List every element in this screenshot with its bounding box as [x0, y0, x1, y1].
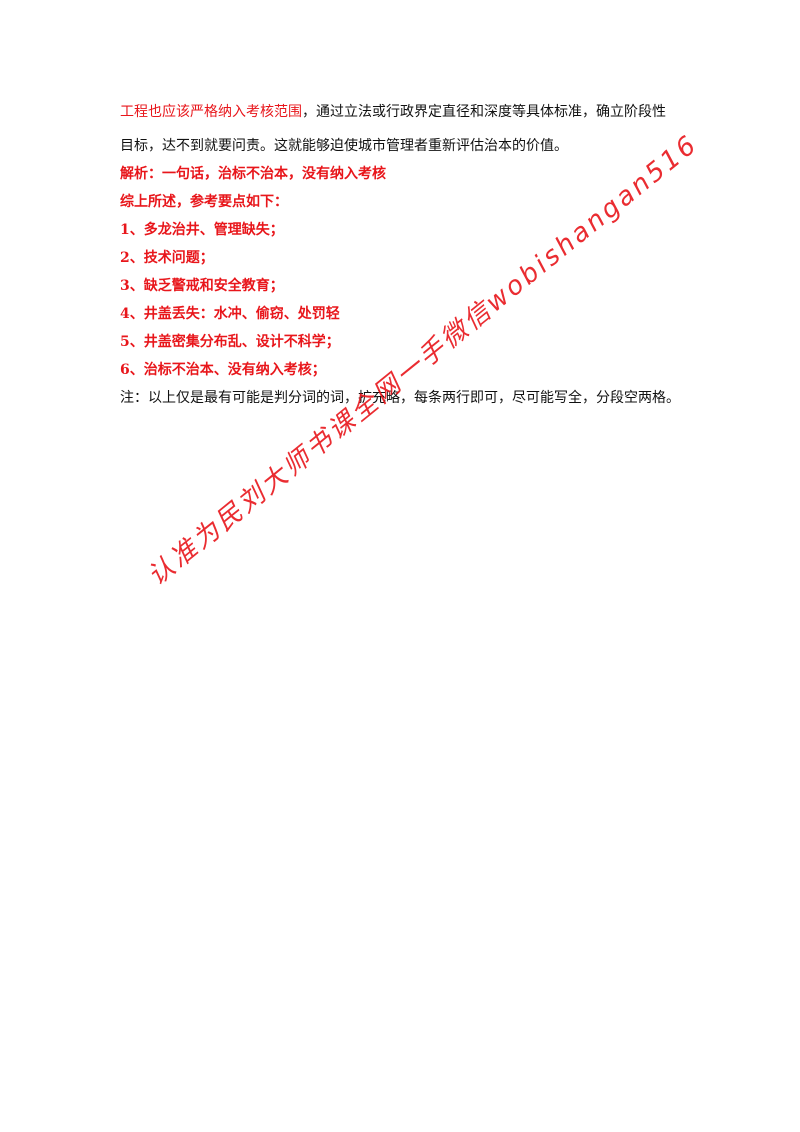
point-item: 4、井盖丢失：水冲、偷窃、处罚轻 — [120, 306, 340, 322]
summary-heading: 综上所述，参考要点如下： — [120, 194, 288, 210]
highlighted-phrase: 工程也应该严格纳入考核范围 — [120, 104, 302, 120]
point-item: 5、井盖密集分布乱、设计不科学； — [120, 334, 340, 350]
paragraph-line-1: 工程也应该严格纳入考核范围，通过立法或行政界定直径和深度等具体标准，确立阶段性 — [120, 102, 690, 122]
paragraph-text: ，通过立法或行政界定直径和深度等具体标准，确立阶段性 — [302, 104, 666, 120]
point-item: 6、治标不治本、没有纳入考核； — [120, 362, 326, 378]
point-item: 2、技术问题； — [120, 250, 214, 266]
paragraph-line-2: 目标，达不到就要问责。这就能够迫使城市管理者重新评估治本的价值。 — [120, 138, 568, 154]
note-line: 注：以上仅是最有可能是判分词的词，扩充略，每条两行即可，尽可能写全，分段空两格。 — [120, 390, 680, 406]
document-body: 工程也应该严格纳入考核范围，通过立法或行政界定直径和深度等具体标准，确立阶段性 … — [120, 102, 690, 408]
point-item: 3、缺乏警戒和安全教育； — [120, 278, 284, 294]
point-item: 1、多龙治井、管理缺失； — [120, 222, 284, 238]
analysis-line: 解析：一句话，治标不治本，没有纳入考核 — [120, 166, 386, 182]
